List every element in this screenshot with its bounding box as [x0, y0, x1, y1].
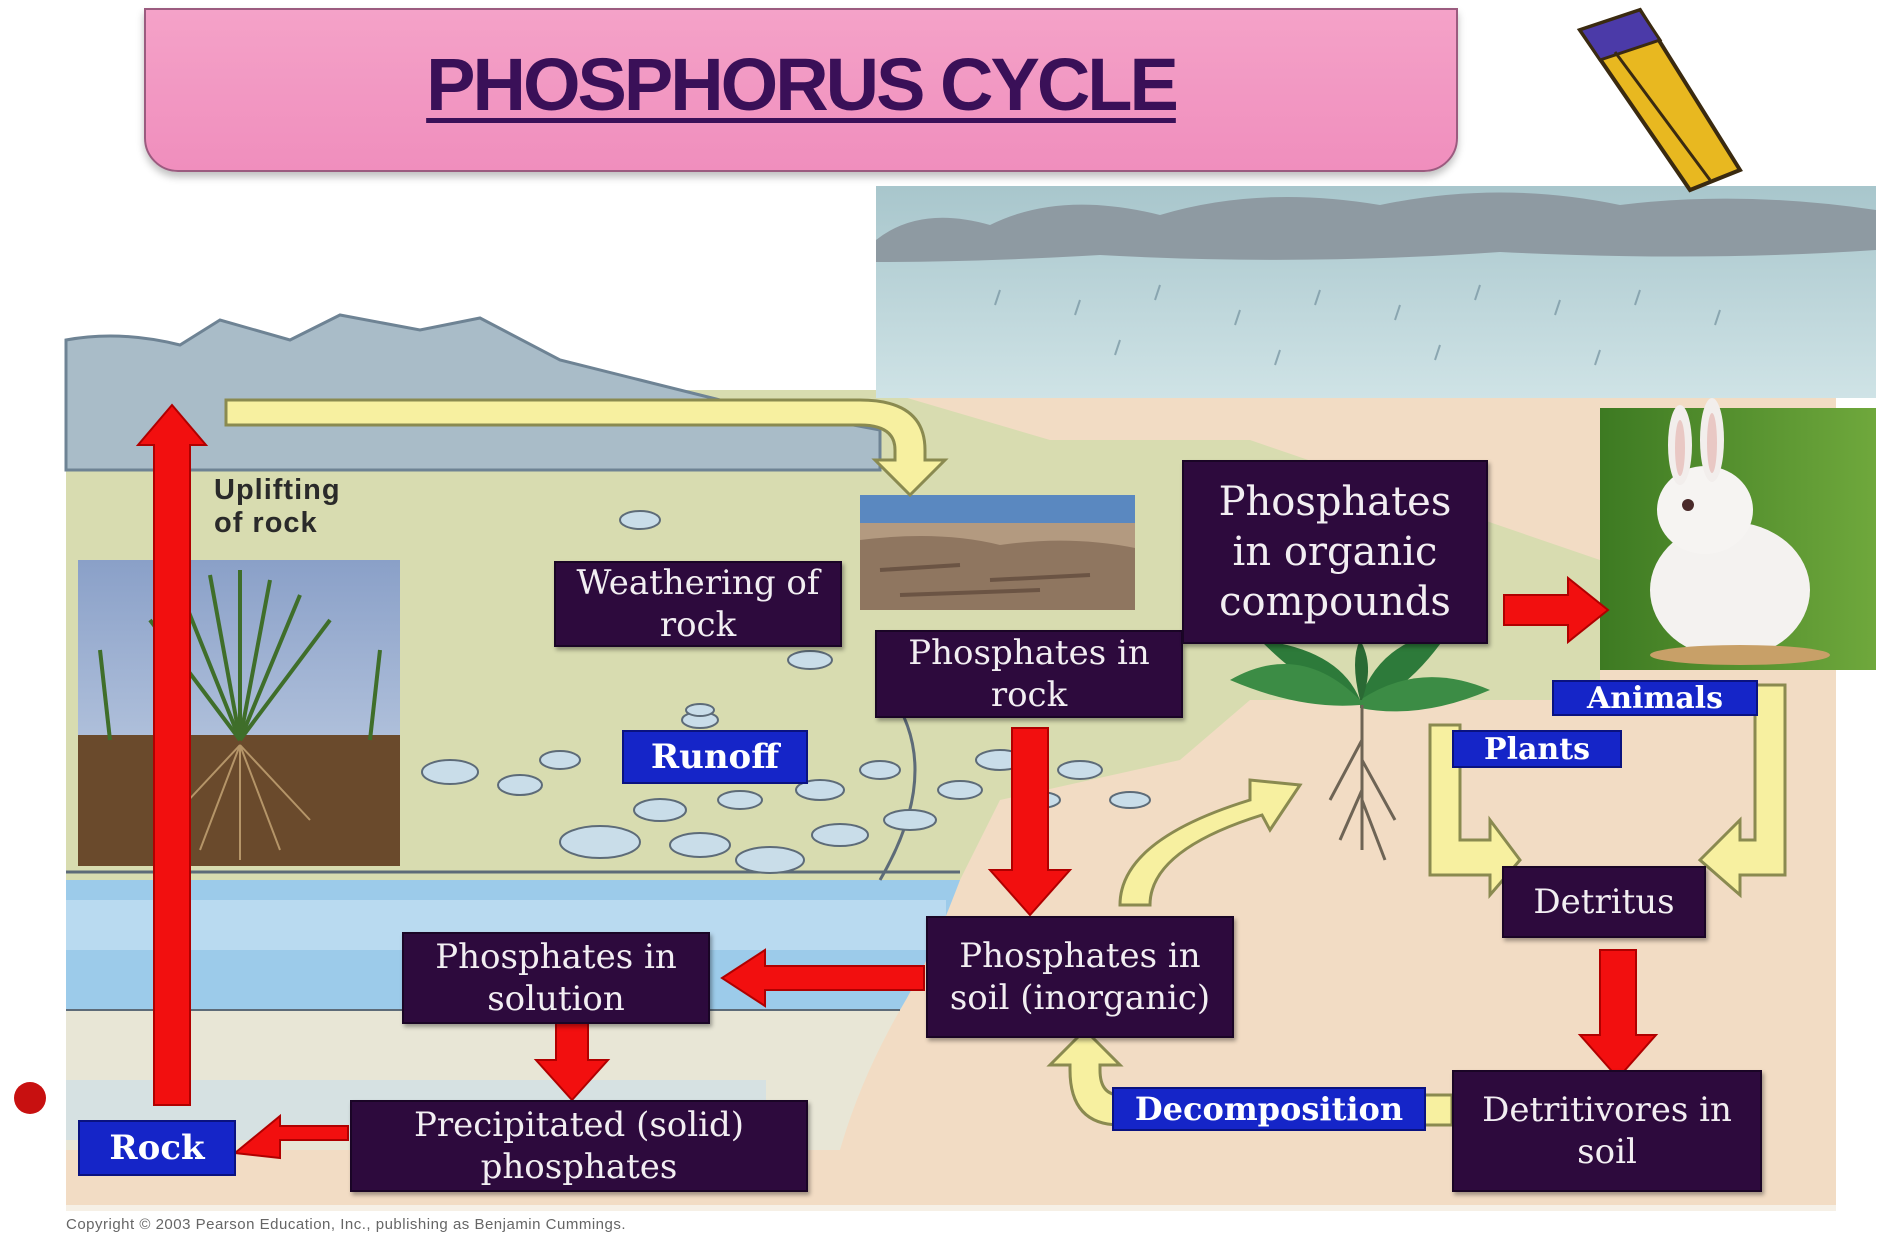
grass-image — [78, 560, 400, 866]
pencil-icon — [1580, 10, 1740, 190]
copyright-notice: Copyright © 2003 Pearson Education, Inc.… — [66, 1216, 626, 1233]
label-phosphates-in-solution: Phosphates in solution — [402, 932, 710, 1024]
rock-outcrop-image — [860, 495, 1135, 610]
label-decomposition: Decomposition — [1112, 1087, 1426, 1131]
title-banner: PHOSPHORUS CYCLE — [144, 8, 1458, 172]
label-detritivores-in-soil: Detritivores in soil — [1452, 1070, 1762, 1192]
label-detritus: Detritus — [1502, 866, 1706, 938]
label-phosphates-in-organic-compounds: Phosphates in organic compounds — [1182, 460, 1488, 644]
label-weathering-of-rock: Weathering of rock — [554, 561, 842, 647]
label-runoff: Runoff — [622, 730, 808, 784]
rabbit-image — [1600, 398, 1876, 670]
label-plants: Plants — [1452, 730, 1622, 768]
label-uplifting-of-rock: Uplifting of rock — [214, 474, 341, 540]
label-rock: Rock — [78, 1120, 236, 1176]
page-title: PHOSPHORUS CYCLE — [146, 42, 1456, 127]
label-animals: Animals — [1552, 680, 1758, 716]
rain-cloud-image — [876, 186, 1876, 398]
label-phosphates-in-rock: Phosphates in rock — [875, 630, 1183, 718]
label-phosphates-in-soil: Phosphates in soil (inorganic) — [926, 916, 1234, 1038]
label-precipitated-phosphates: Precipitated (solid) phosphates — [350, 1100, 808, 1192]
page-edge-marker — [14, 1082, 46, 1114]
